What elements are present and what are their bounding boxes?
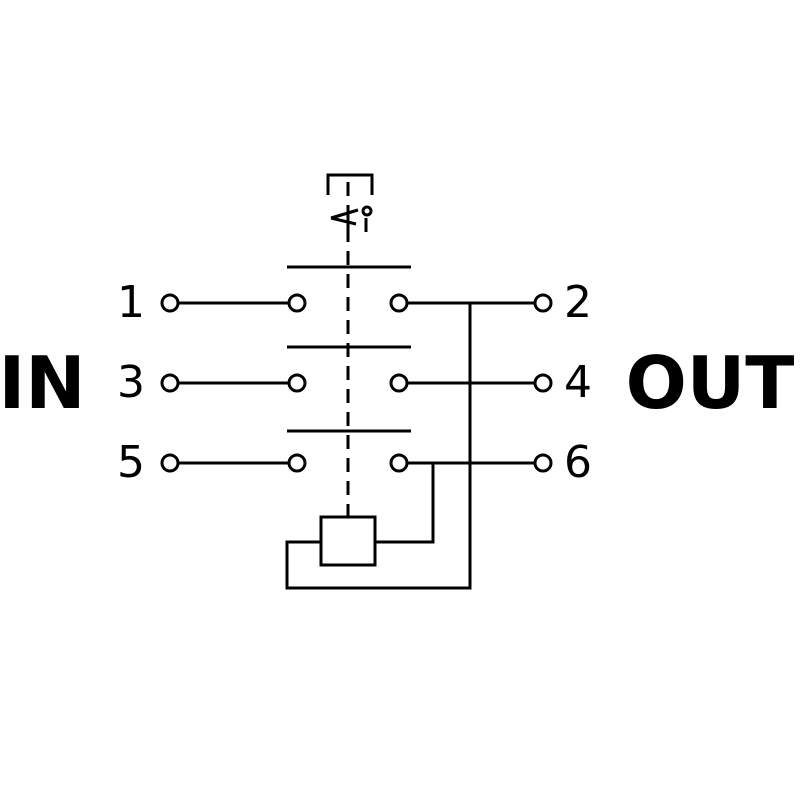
terminal-5-label: 5 [117, 437, 145, 488]
terminal-circles [160, 293, 553, 473]
coil-box [319, 515, 377, 567]
wiring [178, 301, 535, 590]
in-label: IN [0, 341, 86, 425]
actuator-symbol [326, 173, 374, 232]
contact-bars [287, 265, 411, 433]
out-label: OUT [626, 341, 795, 425]
terminal-2-label: 2 [564, 277, 592, 328]
terminal-6-label: 6 [564, 437, 592, 488]
terminal-4-label: 4 [564, 357, 592, 408]
terminal-3-label: 3 [117, 357, 145, 408]
terminal-1-label: 1 [117, 277, 145, 328]
